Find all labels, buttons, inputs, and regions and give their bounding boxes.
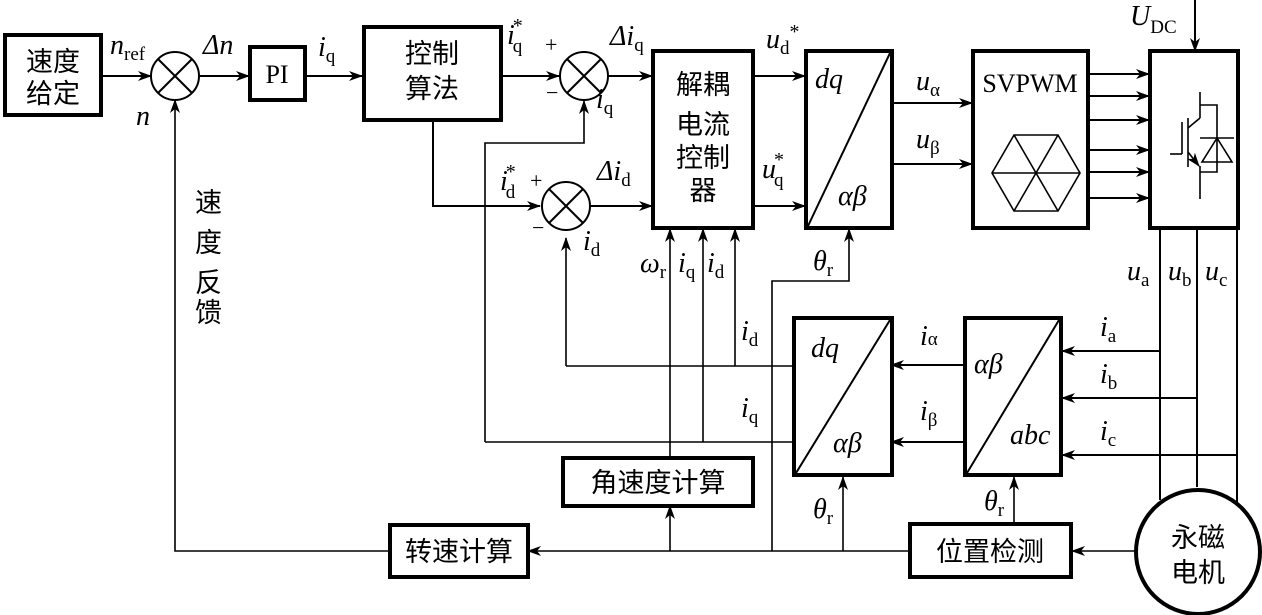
block-speed-reference: 速度 给定 [3, 33, 103, 117]
wire-iq-to-sum [484, 100, 589, 442]
block-pi-controller: PI [248, 45, 307, 102]
label-theta-r-park: θr [813, 494, 834, 529]
label-i-alpha: iα [920, 321, 938, 352]
feedback-char-1: 速 [195, 188, 222, 219]
park-top: dq [811, 333, 839, 364]
label-id-star: i*d [500, 161, 516, 203]
igbt-icon [1170, 92, 1218, 199]
hexagon-icon [991, 134, 1081, 212]
label-u-beta: uβ [916, 124, 940, 159]
block-park-transform: dq αβ [792, 316, 894, 477]
decoupling-line4: 器 [690, 176, 717, 207]
label-iq-feedback: iq [596, 84, 614, 119]
decoupling-line2: 电流 [676, 110, 730, 141]
label-ua: ua [1127, 256, 1150, 291]
block-clarke-transform: αβ abc [963, 316, 1063, 477]
speed-ref-line1: 速度 [26, 47, 80, 78]
label-uq-star: u*q [762, 149, 784, 191]
sign-plus-iq: + [545, 32, 557, 57]
clarke-bottom: abc [1010, 420, 1051, 451]
motor-line2: 电机 [1171, 558, 1225, 589]
label-u-alpha: uα [916, 66, 940, 101]
label-iq-pi: iq [318, 32, 336, 67]
label-ia: ia [1100, 312, 1117, 347]
sign-plus-id: + [530, 168, 542, 193]
label-ib: ib [1100, 359, 1117, 394]
inverse-park-top: dq [815, 64, 843, 95]
sum-signs: + − + − [530, 32, 558, 240]
label-id-park: id [741, 316, 759, 351]
block-decoupling-current-controller: 解耦 电流 控制 器 [651, 49, 755, 230]
label-n-ref: nref [110, 30, 146, 65]
summing-junction-speed [150, 51, 200, 101]
angular-speed-calc-label: 角速度计算 [591, 468, 726, 499]
label-udc: UDC [1130, 1, 1177, 38]
inverse-park-bottom: αβ [838, 181, 867, 212]
control-algorithm-line2: 算法 [405, 74, 459, 105]
label-i-beta: iβ [920, 396, 937, 431]
label-iq-star: i*q [507, 15, 523, 57]
label-ic: ic [1100, 416, 1116, 451]
label-delta-iq: Δiq [609, 21, 644, 56]
label-ub: ub [1168, 256, 1192, 291]
block-svpwm: SVPWM [971, 49, 1090, 230]
signal-labels: nref n Δn iq i*q Δiq iq i*d Δid id ωr iq… [110, 1, 1227, 529]
wire-id-star [432, 120, 541, 211]
clarke-top: αβ [974, 349, 1003, 380]
summing-junction-id [541, 181, 591, 231]
block-inverse-park-transform: dq αβ [804, 49, 894, 230]
label-id-feedback: id [583, 226, 601, 261]
block-control-algorithm: 控制 算法 [362, 25, 503, 122]
decoupling-line1: 解耦 [676, 70, 730, 101]
park-bottom: αβ [833, 428, 862, 459]
label-theta-r-inverse-park: θr [813, 246, 834, 281]
motor-line1: 永磁 [1171, 523, 1225, 554]
label-iq-decoupling: iq [678, 248, 696, 283]
wires [101, 0, 1238, 556]
label-id-decoupling: id [707, 248, 725, 283]
block-speed-calculation: 转速计算 [388, 523, 530, 579]
label-uc: uc [1205, 256, 1227, 291]
block-angular-speed-calculation: 角速度计算 [561, 456, 755, 508]
sign-minus-id: − [532, 215, 544, 240]
label-delta-id: Δid [596, 156, 631, 191]
label-theta-r-clarke: θr [984, 486, 1005, 521]
sign-minus-iq: − [546, 80, 558, 105]
block-inverter [1148, 49, 1240, 230]
label-omega-r: ωr [640, 248, 667, 283]
position-detection-label: 位置检测 [936, 537, 1044, 568]
decoupling-line3: 控制 [676, 143, 730, 174]
label-n: n [136, 101, 150, 132]
feedback-char-2: 度 [195, 228, 222, 259]
label-delta-n: Δn [202, 30, 233, 61]
feedback-char-4: 馈 [195, 298, 222, 329]
pm-motor: 永磁 电机 [1134, 488, 1262, 615]
label-ud-star: ud* [766, 21, 800, 59]
pi-label: PI [265, 60, 288, 89]
summing-junction-iq [559, 51, 609, 101]
label-iq-park: iq [741, 393, 759, 428]
speed-feedback-label: 速 度 反 馈 [195, 188, 222, 329]
diode-icon [1200, 136, 1234, 163]
control-algorithm-line1: 控制 [405, 39, 459, 70]
speed-ref-line2: 给定 [26, 79, 80, 110]
wire-theta-inverse-park [771, 228, 854, 551]
feedback-char-3: 反 [195, 268, 222, 299]
speed-calc-label: 转速计算 [405, 537, 513, 568]
svpwm-label: SVPWM [982, 69, 1077, 98]
wire-speed-feedback [170, 99, 388, 552]
block-position-detection: 位置检测 [908, 522, 1073, 579]
